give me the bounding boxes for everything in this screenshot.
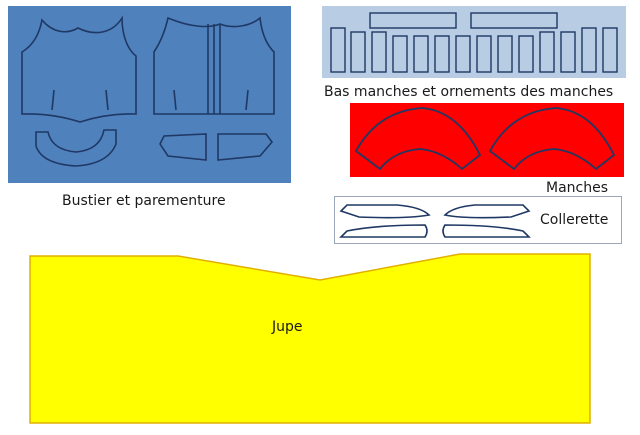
manches-pattern-pieces — [354, 107, 616, 171]
collerette-panel — [334, 196, 622, 244]
bustier-label: Bustier et parementure — [62, 193, 226, 209]
jupe-label: Jupe — [272, 319, 303, 335]
bustier-pattern-pieces — [21, 15, 275, 167]
bustier-panel — [8, 6, 291, 183]
collerette-label: Collerette — [540, 212, 609, 228]
bas-manches-pattern-pieces — [330, 12, 618, 73]
bas-manches-label: Bas manches et ornements des manches — [324, 84, 614, 100]
bas-manches-panel — [322, 6, 626, 78]
collerette-pattern-pieces — [339, 204, 531, 238]
manches-label: Manches — [546, 180, 609, 196]
manches-panel — [350, 103, 624, 177]
